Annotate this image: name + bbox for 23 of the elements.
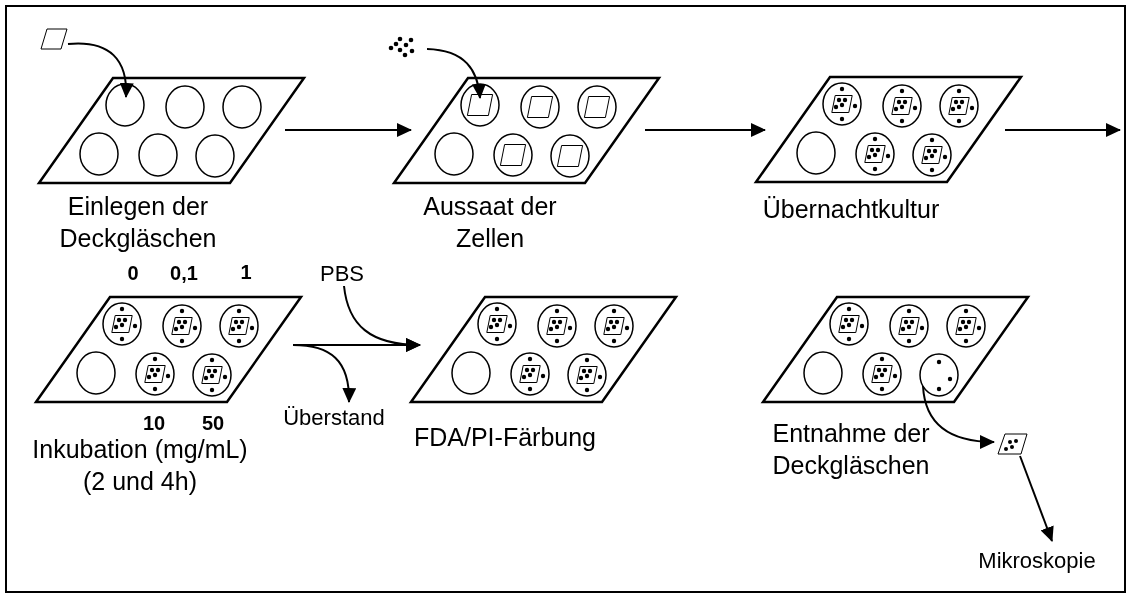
- arrow: [426, 48, 486, 99]
- step-caption: Einlegen der Deckgläschen: [58, 191, 218, 254]
- concentration-label: 0,1: [169, 261, 199, 285]
- arrow: [644, 123, 766, 137]
- step-label: PBS: [316, 260, 368, 286]
- arrow: [67, 42, 134, 98]
- concentration-label: 0: [126, 261, 140, 285]
- step-caption: Inkubation (mg/mL) (2 und 4h): [31, 434, 249, 497]
- arrow: [1004, 123, 1121, 137]
- concentration-label: 1: [239, 260, 253, 284]
- arrow: [922, 385, 995, 449]
- step-label: Überstand: [275, 404, 393, 430]
- step-caption: Entnahme der Deckgläschen: [771, 418, 931, 481]
- concentration-label: 10: [141, 411, 167, 435]
- arrow: [343, 285, 421, 352]
- step-caption: Aussaat der Zellen: [422, 191, 558, 254]
- arrow: [284, 123, 412, 137]
- step-caption: Übernachtkultur: [761, 194, 941, 225]
- arrow: [292, 344, 356, 403]
- arrow: [1019, 455, 1054, 542]
- step-caption: FDA/PI-Färbung: [413, 422, 597, 453]
- concentration-label: 50: [200, 411, 226, 435]
- step-label: Mikroskopie: [970, 545, 1104, 575]
